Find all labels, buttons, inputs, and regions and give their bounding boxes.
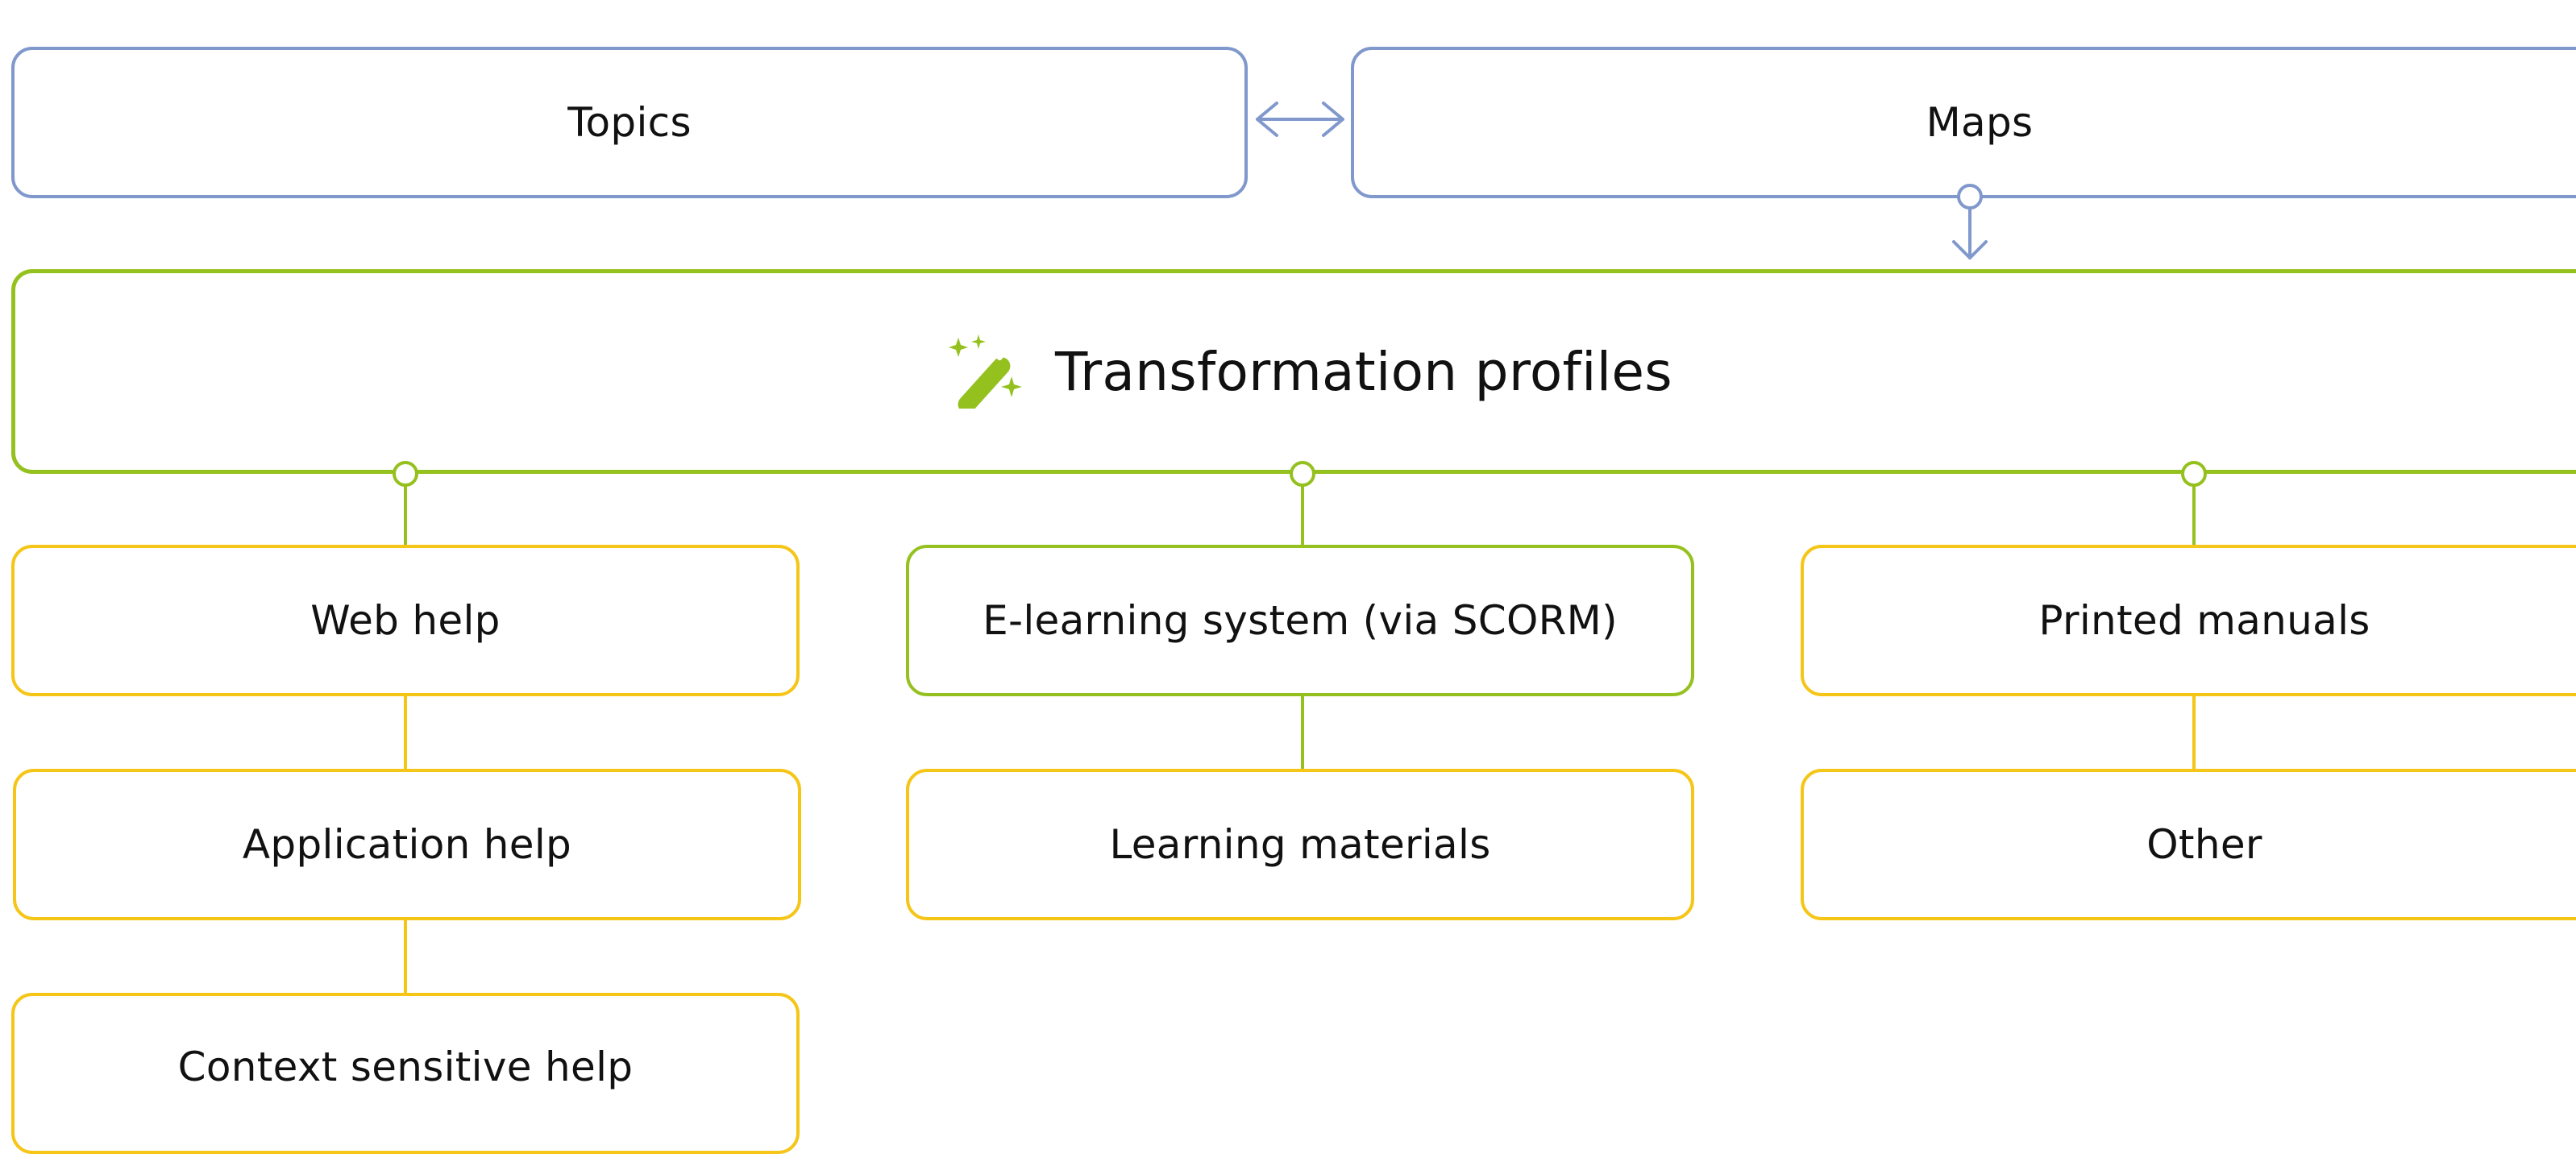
elearning-connector-dot — [1290, 461, 1315, 487]
maps-to-profiles-arrow — [1952, 206, 1988, 259]
printed-manuals-label: Printed manuals — [2038, 597, 2370, 644]
transformation-profiles-label: Transformation profiles — [1055, 340, 1672, 403]
topics-maps-arrow — [1256, 102, 1344, 137]
context-sensitive-help-label: Context sensitive help — [177, 1044, 634, 1090]
elearning-label: E-learning system (via SCORM) — [983, 597, 1618, 644]
web-help-label: Web help — [310, 597, 501, 644]
elearning-node: E-learning system (via SCORM) — [906, 545, 1694, 696]
output-connectors — [404, 696, 2196, 993]
other-label: Other — [2146, 821, 2262, 868]
web-help-connector-dot — [393, 461, 418, 487]
learning-materials-label: Learning materials — [1109, 821, 1491, 868]
topics-node: Topics — [11, 47, 1248, 198]
transformation-profiles-node: Transformation profiles — [11, 269, 2576, 474]
maps-connector-dot — [1957, 184, 1983, 210]
maps-label: Maps — [1926, 99, 2034, 146]
magic-wand-icon — [947, 334, 1028, 413]
learning-materials-node: Learning materials — [906, 769, 1694, 920]
topics-label: Topics — [567, 99, 692, 146]
other-node: Other — [1801, 769, 2576, 920]
printed-manuals-node: Printed manuals — [1801, 545, 2576, 696]
application-help-label: Application help — [242, 821, 572, 868]
profile-connectors — [404, 485, 2196, 769]
printed-manuals-connector-dot — [2181, 461, 2207, 487]
application-help-node: Application help — [13, 769, 801, 920]
web-help-node: Web help — [11, 545, 800, 696]
